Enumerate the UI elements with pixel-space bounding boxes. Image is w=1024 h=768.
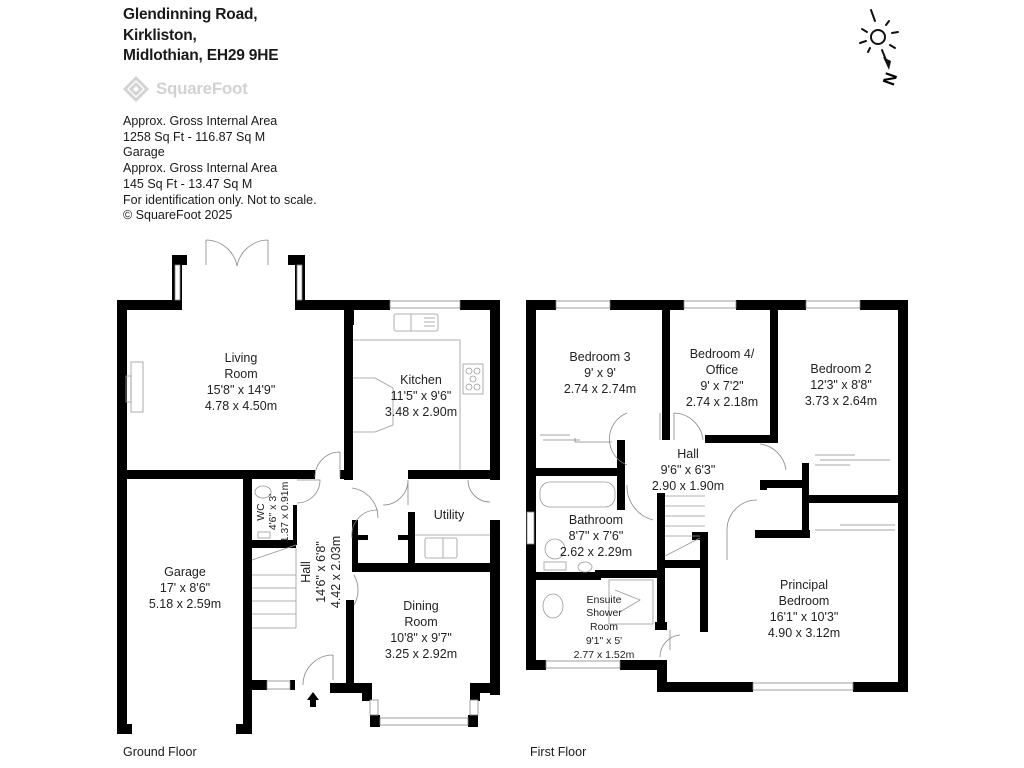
room-living-imperial: 15'8" x 14'9" [207,383,276,397]
first-floor-doors [540,412,895,658]
brand-logo: SquareFoot [122,76,248,102]
ground-floor-windows [174,264,479,726]
room-bathroom-imperial: 8'7" x 7'6" [569,529,624,543]
room-firstfloor-hall-metric: 2.90 x 1.90m [652,479,724,493]
first-floor-plan: Bedroom 3 9' x 9' 2.74 x 2.74m Bedroom 4… [526,300,908,692]
info-line: Approx. Gross Internal Area [123,161,278,176]
room-bedroom4-name1: Bedroom 4/ [690,347,755,361]
room-dining-name2: Room [404,615,437,629]
room-principal-metric: 4.90 x 3.12m [768,626,840,640]
room-bedroom3-imperial: 9' x 9' [584,366,616,380]
room-bathroom-name: Bathroom [569,513,623,527]
address-line-1: Glendinning Road, [123,6,258,23]
room-garage-metric: 5.18 x 2.59m [149,597,221,611]
info-line: Garage [123,145,165,160]
room-hall-metric: 4.42 x 2.03m [329,536,343,608]
squarefoot-logo-icon [122,76,150,102]
room-bedroom2-name: Bedroom 2 [810,362,871,376]
room-dining-metric: 3.25 x 2.92m [385,647,457,661]
room-wc-metric: 1.37 x 0.91m [279,481,291,542]
info-line: 1258 Sq Ft - 116.87 Sq M [123,129,266,144]
room-bedroom4-metric: 2.74 x 2.18m [686,395,758,409]
info-line: 145 Sq Ft - 13.47 Sq M [123,176,253,191]
room-hall-name: Hall [299,561,313,583]
address-line-3: Midlothian, EH29 9HE [123,47,279,64]
room-garage-name: Garage [164,565,206,579]
room-principal-imperial: 16'1" x 10'3" [770,610,839,624]
entrance-arrow-icon [307,692,319,707]
room-utility-name: Utility [434,508,465,522]
room-firstfloor-hall-imperial: 9'6" x 6'3" [661,463,716,477]
first-floor-walls [526,300,908,692]
room-ensuite-name1: Ensuite [586,594,621,606]
room-bedroom4-imperial: 9' x 7'2" [700,379,743,393]
room-ensuite-metric: 2.77 x 1.52m [574,649,635,661]
room-dining-imperial: 10'8" x 9'7" [390,631,452,645]
room-dining-name1: Dining [403,599,438,613]
brand-name: SquareFoot [156,79,248,98]
ground-floor-label: Ground Floor [123,745,197,759]
room-wc-name: WC [255,503,267,521]
room-kitchen-imperial: 11'5" x 9'6" [391,389,452,403]
area-info: Approx. Gross Internal Area 1258 Sq Ft -… [123,114,317,224]
room-kitchen-name: Kitchen [400,373,442,387]
room-principal-name2: Bedroom [779,594,830,608]
room-living-name1: Living [225,351,258,365]
room-principal-name1: Principal [780,578,828,592]
room-kitchen-metric: 3.48 x 2.90m [385,405,457,419]
first-floor-label: First Floor [530,745,587,759]
room-living-name2: Room [224,367,257,381]
room-bathroom-metric: 2.62 x 2.29m [560,545,632,559]
room-hall-imperial: 14'6" x 6'8" [314,541,328,603]
address-line-2: Kirkliston, [123,26,197,44]
north-label: N [879,70,901,88]
room-garage-imperial: 17' x 8'6" [160,581,210,595]
room-bedroom3-metric: 2.74 x 2.74m [564,382,636,396]
room-bedroom3-name: Bedroom 3 [569,350,630,364]
ground-floor-doors [205,239,491,686]
ground-floor-walls [117,255,500,734]
room-ensuite-imperial: 9'1" x 5' [586,635,622,647]
ground-floor-plan: Living Room 15'8" x 14'9" 4.78 x 4.50m K… [117,239,500,734]
room-wc-imperial: 4'6" x 3' [267,494,279,530]
room-bedroom2-imperial: 12'3" x 8'8" [810,378,872,392]
copyright: © SquareFoot 2025 [123,208,233,223]
info-line: Approx. Gross Internal Area [123,114,278,128]
room-firstfloor-hall-name: Hall [677,447,699,461]
ground-floor-fixtures [125,313,490,629]
room-bedroom4-name2: Office [706,363,738,377]
room-ensuite-name2: Shower [586,607,622,619]
first-floor-windows [526,300,861,691]
room-ensuite-name3: Room [590,621,618,633]
info-line: For identification only. Not to scale. [123,192,317,207]
room-living-metric: 4.78 x 4.50m [205,399,277,413]
property-address: Glendinning Road, Kirkliston, Midlothian… [123,5,279,67]
first-floor-fixtures [539,481,705,625]
room-bedroom2-metric: 3.73 x 2.64m [805,394,877,408]
sun-north-compass-icon: N [859,9,901,88]
